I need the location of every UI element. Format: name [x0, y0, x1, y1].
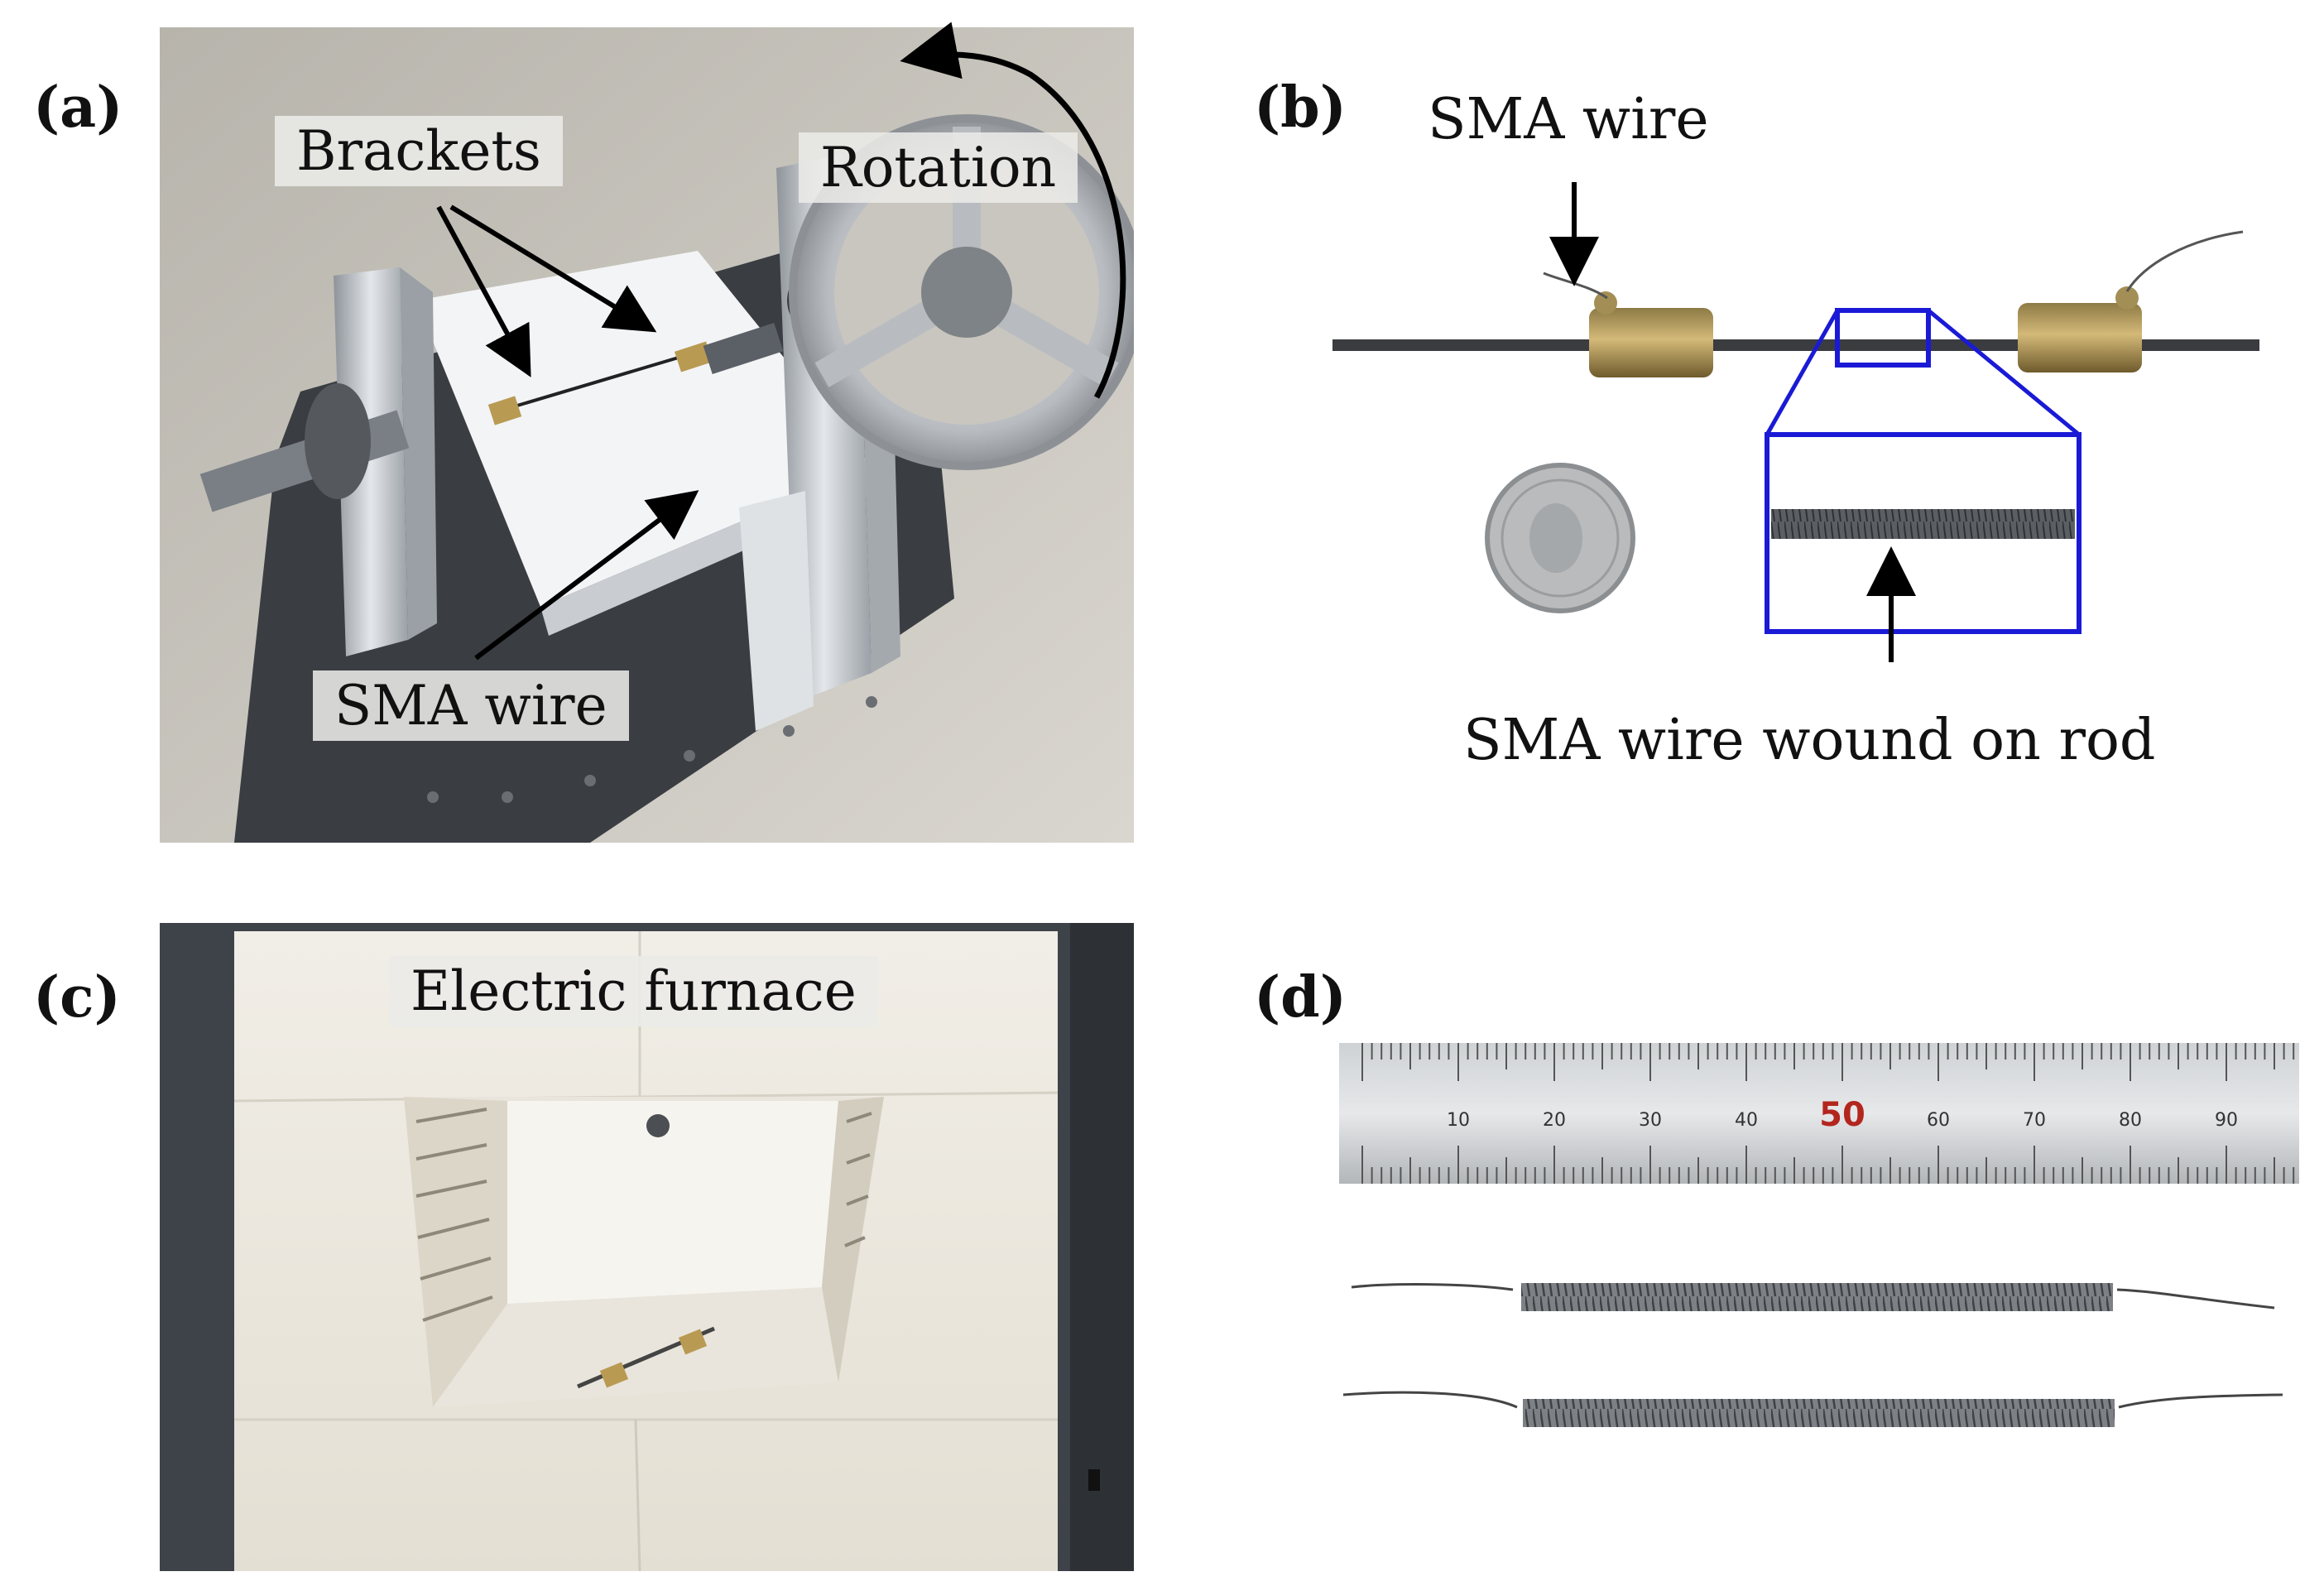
panel-b-letter: (b): [1254, 74, 1347, 141]
brass-bracket-left: [1589, 308, 1713, 377]
ruler-ticks: [1361, 1043, 2295, 1184]
furnace-illustration: [160, 923, 1134, 1571]
panel-d-letter: (d): [1254, 964, 1347, 1031]
brass-bracket-right: [2018, 303, 2142, 372]
brackets-label: Brackets: [275, 116, 563, 186]
sma-wire-arrow: [474, 490, 699, 661]
steel-ruler: [1339, 1043, 2299, 1184]
sma-wire-label-b: SMA wire: [1428, 87, 1709, 152]
zoomed-coil: [1771, 509, 2075, 539]
ruler-label: 20: [1543, 1110, 1566, 1131]
rotation-arrow: [900, 22, 1126, 399]
panel-a-letter: (a): [33, 74, 123, 141]
brackets-arrow-right: [449, 204, 657, 333]
ruler-label: 90: [2215, 1110, 2238, 1131]
ruler-label: 50: [1819, 1096, 1865, 1134]
ruler-label: 40: [1735, 1110, 1758, 1131]
ruler-label: 70: [2023, 1110, 2046, 1131]
wound-spring-bottom: [1523, 1399, 2115, 1427]
panel-c-letter: (c): [33, 964, 121, 1031]
ruler-label: 60: [1927, 1110, 1950, 1131]
panel-b-rod-figure: [1332, 182, 2259, 662]
furnace-label: Electric furnace: [389, 956, 878, 1026]
panel-c-photo: [160, 923, 1134, 1571]
ruler-label: 80: [2119, 1110, 2142, 1131]
wound-spring-top: [1521, 1283, 2113, 1311]
rotation-label: Rotation: [799, 132, 1078, 203]
brackets-arrow-left: [436, 205, 531, 377]
ruler-label: 30: [1639, 1110, 1662, 1131]
panel-d-ruler-and-springs: 10203040506070809010: [1339, 1043, 2299, 1427]
sma-wound-label: SMA wire wound on rod: [1463, 708, 2156, 773]
sma-wire-label-a: SMA wire: [313, 670, 629, 741]
zoom-source-box: [1835, 308, 1931, 368]
ruler-label: 10: [1447, 1110, 1470, 1131]
ruler-labels: 10203040506070809010: [1447, 1096, 2238, 1134]
